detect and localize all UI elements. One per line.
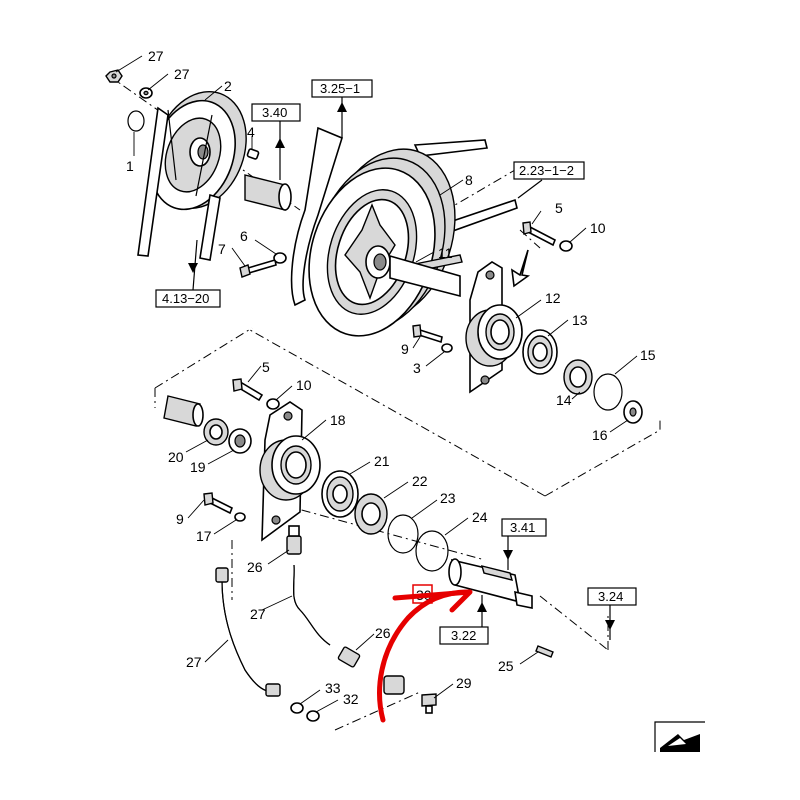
part-numbers: 27 27 2 1 4 6 7 8 11 5 10 12 13 15 9 3 1… [126,48,656,707]
bolt-5-lower[interactable] [232,378,264,402]
part-label-11: 11 [438,245,453,261]
pointer-arrow-upper [510,249,531,288]
part-label-14: 14 [556,392,572,408]
snap-ring-23[interactable] [387,514,419,554]
part-label-10-upper: 10 [590,220,606,236]
part-label-5-upper: 5 [555,200,563,216]
washer-33[interactable] [290,702,304,714]
ref-label-3-24: 3.24 [598,589,623,604]
part-label-3: 3 [413,360,421,376]
fitting-26-lower[interactable] [337,646,361,668]
part-label-25: 25 [498,658,514,674]
coupling-center[interactable] [383,675,405,695]
large-pulley[interactable] [288,132,476,352]
washer-6[interactable] [273,252,287,264]
grease-nipple-28[interactable] [421,693,437,714]
belt-left [137,106,221,261]
bolt-5-upper[interactable] [522,221,557,247]
part-label-18: 18 [330,412,346,428]
bearing-21[interactable] [321,470,359,518]
ref-label-4-13-20: 4.13−20 [162,291,209,306]
key-4[interactable] [246,148,260,160]
reference-boxes: 3.25−1 3.40 4.13−20 2.23−1−2 3.41 3.24 3… [155,79,637,645]
part-label-26-upper: 26 [247,559,263,575]
part-label-32: 32 [343,691,359,707]
shaft-left[interactable] [244,174,292,211]
snap-ring-24[interactable] [415,530,449,572]
washer-32[interactable] [306,710,320,722]
tube-20[interactable] [163,395,204,427]
part-label-19: 19 [190,459,206,475]
leader-lines [115,55,638,713]
bearing-13[interactable] [522,329,558,375]
corner-logo [654,721,705,752]
part-label-27-upper: 27 [250,606,266,622]
part-label-9-upper: 9 [401,341,409,357]
snap-ring-1[interactable] [127,110,145,132]
washer-16[interactable] [623,400,643,424]
part-label-23: 23 [440,490,456,506]
part-label-1: 1 [126,158,134,174]
red-highlight-arrow [377,589,473,723]
part-label-4: 4 [247,124,255,140]
bolt-9-upper[interactable] [412,324,443,344]
ref-label-2-23-1-2: 2.23−1−2 [519,163,574,178]
part-label-26-lower: 26 [375,625,391,641]
part-label-8: 8 [465,172,473,188]
ref-label-3-25-1: 3.25−1 [320,81,360,96]
washer-10-upper[interactable] [559,240,573,252]
part-label-20: 20 [168,449,184,465]
bearing-housing-18[interactable] [259,435,321,501]
snap-ring-15[interactable] [593,373,623,411]
shaft-center[interactable] [389,254,461,298]
part-label-24: 24 [472,509,488,525]
part-label-2: 2 [224,78,232,94]
bolt-7[interactable] [239,258,277,278]
nut-31[interactable] [105,69,123,83]
key-25[interactable] [535,645,554,658]
part-label-13: 13 [572,312,588,328]
seal-22[interactable] [354,493,388,535]
seal-20[interactable] [203,418,229,446]
part-label-15: 15 [640,347,656,363]
part-label-22: 22 [412,473,428,489]
bolt-9-lower[interactable] [203,492,234,515]
hose-27-upper[interactable] [293,564,331,646]
part-label-12: 12 [545,290,561,306]
part-label-5-lower: 5 [262,359,270,375]
part-label-17: 17 [196,528,212,544]
washer-30[interactable] [139,87,153,99]
part-label-27-lower: 27 [186,654,202,670]
part-label-28: 29 [456,675,472,691]
washer-10-lower[interactable] [266,398,280,410]
part-label-21: 21 [374,453,390,469]
ref-label-3-40: 3.40 [262,105,287,120]
part-label-6: 6 [240,228,248,244]
ring-19[interactable] [228,428,252,454]
part-label-30: 27 [174,66,190,82]
part-label-9-lower: 9 [176,511,184,527]
shaft-29[interactable] [448,558,533,609]
part-label-33: 33 [325,680,341,696]
part-label-7: 7 [218,241,226,257]
washer-3[interactable] [441,343,453,353]
hose-27-lower[interactable] [215,567,281,697]
part-label-16: 16 [592,427,608,443]
ref-label-3-22: 3.22 [451,628,476,643]
washer-17[interactable] [234,512,246,522]
reference-arrows [188,94,615,640]
part-label-31: 27 [148,48,164,64]
part-label-10-lower: 10 [296,377,312,393]
ref-label-3-41: 3.41 [510,520,535,535]
bearing-housing-12[interactable] [465,304,523,367]
seal-14[interactable] [563,359,593,395]
fitting-26-upper[interactable] [286,525,302,555]
